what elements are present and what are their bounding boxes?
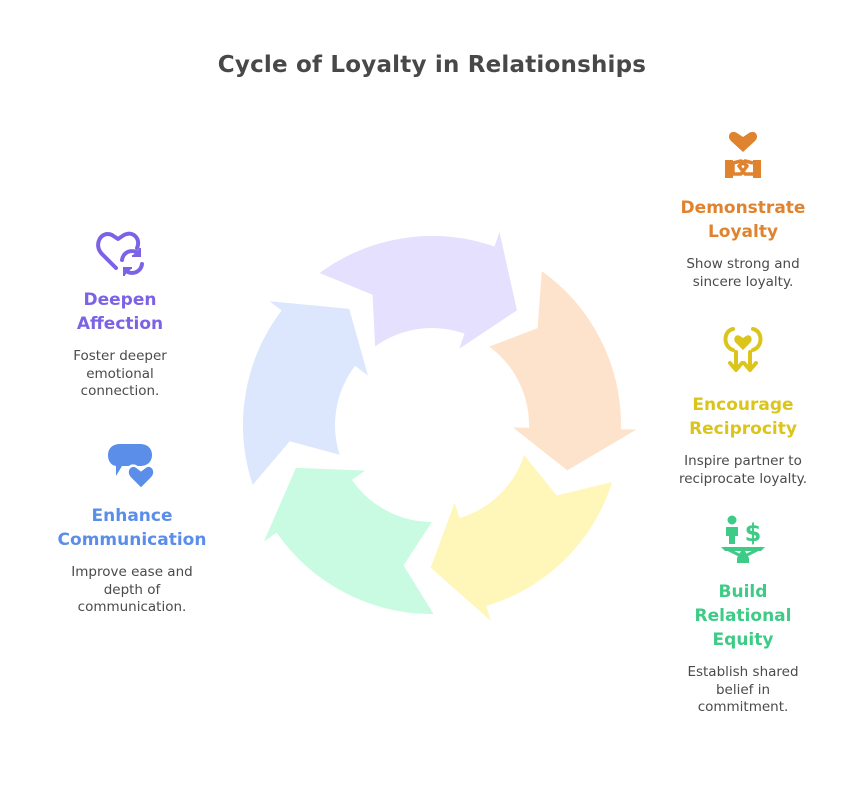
step-description: belief in [715,681,771,698]
step-description: Show strong and [686,256,800,272]
heart-refresh-icon [96,231,144,276]
heart-arrows-down-icon [723,327,763,372]
step-heading: Communication [57,530,207,550]
step-heading: Demonstrate [680,198,806,218]
step-demonstrate-loyalty: Demonstrate Loyalty Show strong and sinc… [660,130,826,291]
step-heading: Deepen [83,290,157,310]
step-description: Improve ease and [71,564,193,580]
step-description: Establish shared [687,664,799,680]
step-heading: Affection [76,314,164,334]
step-description: sincere loyalty. [692,273,794,290]
step-heading: Encourage [692,395,794,415]
arrow-demonstrate-loyalty [484,267,644,473]
balance-person-dollar-icon: $ [721,515,765,563]
arrow-deepen-affection [315,224,520,354]
step-heading: Relational [694,606,792,626]
step-enhance-communication: Enhance Communication Improve ease and d… [40,442,224,617]
diagram-title: Cycle of Loyalty in Relationships [217,52,647,78]
step-description: communication. [77,599,187,615]
step-description: Foster deeper [73,348,167,364]
step-heading: Build [718,582,768,602]
arrow-enhance-communication [241,298,372,489]
step-description: emotional [86,365,154,382]
step-heading: Enhance [91,506,173,526]
step-heading: Equity [712,630,774,650]
heart-handshake-icon [725,131,761,178]
step-description: depth of [103,581,161,598]
step-description: Inspire partner to [684,453,802,469]
svg-text:$: $ [745,519,762,547]
step-description: connection. [80,383,160,399]
step-heading: Reciprocity [689,419,797,439]
step-build-relational-equity: $ Build Relational Equity Establish shar… [660,514,826,717]
step-heading: Loyalty [707,222,779,242]
arrow-build-relational-equity [259,465,438,616]
step-description: reciprocate loyalty. [678,470,808,487]
step-description: commitment. [697,699,789,715]
step-deepen-affection: Deepen Affection Foster deeper emotional… [40,228,200,401]
step-encourage-reciprocity: Encourage Reciprocity Inspire partner to… [660,325,826,488]
arrow-encourage-reciprocity [428,450,616,628]
chat-heart-icon [108,444,156,491]
